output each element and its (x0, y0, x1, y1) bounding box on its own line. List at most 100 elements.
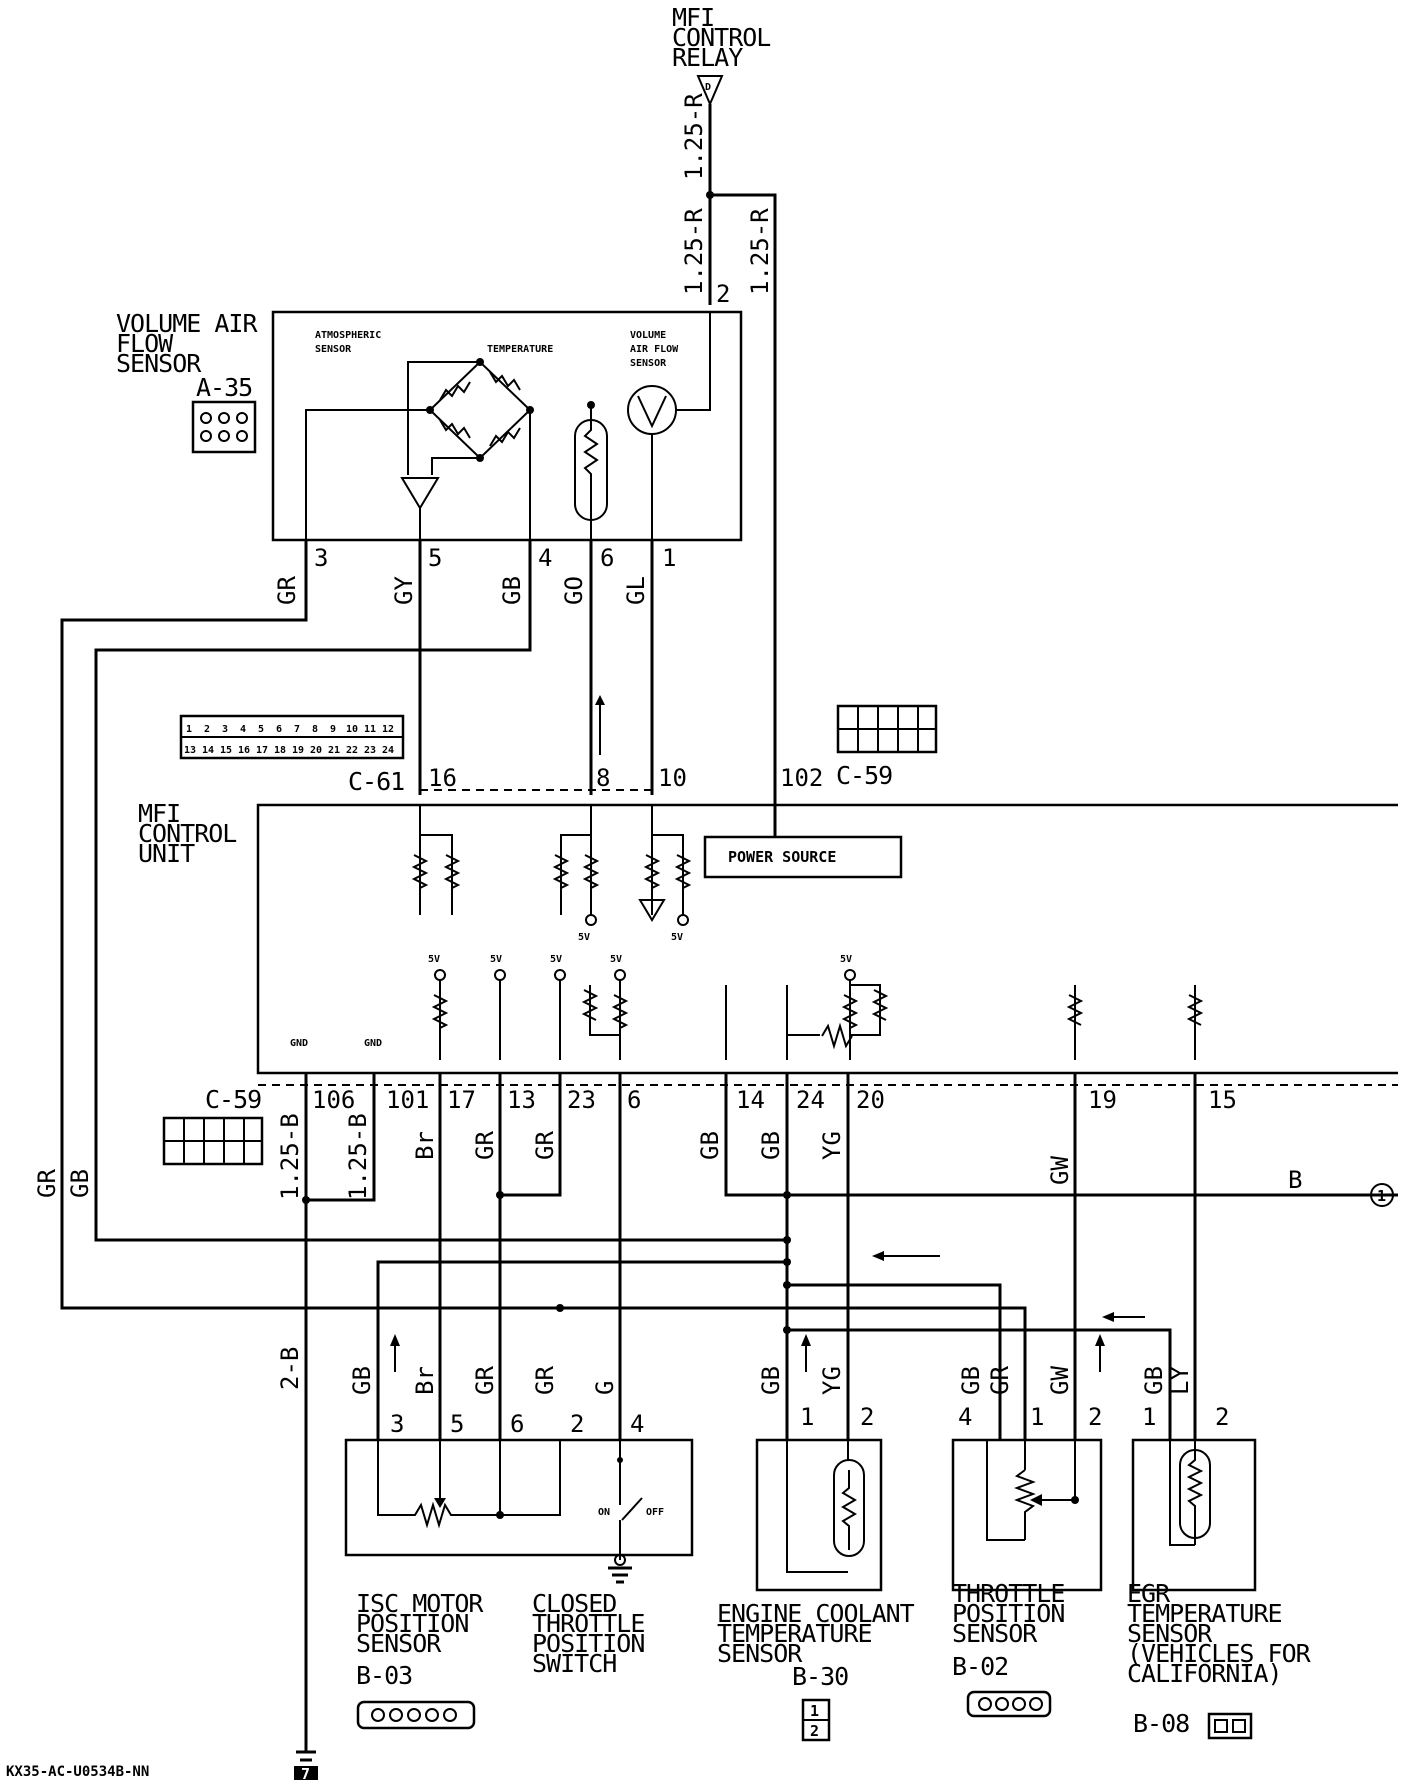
ecu-pin-17: 17 (447, 1086, 476, 1114)
wire-gb-tps (787, 1283, 1002, 1440)
svg-text:21: 21 (328, 745, 340, 756)
egr-pin-1: 1 (1142, 1403, 1156, 1431)
tps-potentiometer-icon (1014, 1469, 1036, 1540)
circle-1-label: 1 (1377, 1187, 1386, 1205)
wire-label-gr-a: GR (471, 1131, 499, 1160)
relay-title-1: MFI (672, 3, 714, 32)
ect-label-1: ENGINE COOLANT (717, 1599, 915, 1628)
isc-wire-gb: GB (348, 1366, 376, 1395)
v5-label-b: 5V (671, 932, 683, 943)
gnd-label-2: GND (364, 1038, 382, 1049)
svg-text:23: 23 (364, 745, 376, 756)
vaf-connector-id: A-35 (196, 373, 252, 402)
wire-label-gw: GW (1046, 1156, 1074, 1185)
wire-label-b: B (1288, 1166, 1302, 1194)
tps-label-1: THROTTLE (952, 1579, 1064, 1608)
wire-label-yg: YG (818, 1131, 846, 1160)
c59-left-label: C-59 (205, 1085, 261, 1114)
ecu-pin-10: 10 (658, 764, 687, 792)
wire-label-125b-a: 1.25-B (276, 1113, 304, 1200)
wire-label-gb: GB (498, 576, 526, 605)
vaf-pin-2: 2 (716, 280, 730, 308)
wire-gb-egr (787, 1328, 1172, 1440)
v5-label-a: 5V (578, 932, 590, 943)
wire-gr-sensor-ground (60, 540, 1027, 1315)
isc-motor-position-sensor: GB Br GR GR G 3 5 6 2 4 ON OFF ISC MOTOR… (344, 1366, 694, 1730)
wire-label-gy: GY (390, 576, 418, 605)
volume-air-flow-sensor: VOLUME AIR FLOW SENSOR A-35 ATMOSPHERIC … (116, 309, 743, 542)
ect-thermistor-icon (833, 1459, 865, 1557)
v5-label-g: 5V (840, 954, 852, 965)
mfi-control-unit: MFI CONTROL UNIT 1 2 3 4 5 6 7 8 9 10 11… (138, 704, 1398, 1166)
ctp-label-4: SWITCH (532, 1649, 616, 1678)
ecu-pin-101: 101 (386, 1086, 429, 1114)
svg-text:D: D (705, 82, 711, 93)
tps-connector-id: B-02 (952, 1652, 1008, 1681)
vaf-connector-icon (191, 400, 257, 454)
vaf-sensor-housing (271, 310, 743, 542)
tps-wire-gb: GB (957, 1366, 985, 1395)
ecu-pin-15: 15 (1208, 1086, 1237, 1114)
isc-pin-2: 2 (570, 1410, 584, 1438)
wire-gr-23 (500, 1073, 562, 1197)
vol-label-1: VOLUME (630, 330, 666, 341)
relay-title-2: CONTROL (672, 23, 770, 52)
svg-text:6: 6 (276, 724, 282, 735)
wire-label-2b: 2-B (276, 1347, 304, 1390)
gnd-label-1: GND (290, 1038, 308, 1049)
wire-b-splice (724, 1073, 1398, 1197)
egr-temperature-sensor: GB LY 1 2 EGR TEMPERATURE SENSOR (VEHICL… (1127, 1366, 1313, 1740)
tps-pin-2: 2 (1088, 1403, 1102, 1431)
ground-num: 7 (301, 1765, 310, 1780)
ground-num-box (294, 1766, 318, 1780)
svg-text:11: 11 (364, 724, 376, 735)
vaf-pin-5: 5 (428, 544, 442, 572)
tps-label-2: POSITION (952, 1599, 1064, 1628)
ground-icon (296, 1750, 316, 1762)
ecu-bottom-harness: 1.25-B 1.25-B 2-B 7 Br GR GR GB GB YG GW… (33, 1073, 1398, 1780)
tps-label-3: SENSOR (952, 1619, 1038, 1648)
wire-label-go: GO (560, 576, 588, 605)
isc-pin-6: 6 (510, 1410, 524, 1438)
svg-text:14: 14 (202, 745, 214, 756)
ctp-label-2: THROTTLE (532, 1609, 644, 1638)
isc-pin-3: 3 (390, 1410, 404, 1438)
throttle-position-sensor: GB GR GW 4 1 2 THROTTLE POSITION SENSOR … (951, 1366, 1102, 1718)
tps-wire-gr: GR (986, 1366, 1014, 1395)
svg-text:2: 2 (810, 1722, 819, 1740)
isc-wire-gr-b: GR (531, 1366, 559, 1395)
ecu-housing (256, 803, 1398, 1075)
ecu-pin-8: 8 (596, 764, 610, 792)
ctp-label-1: CLOSED (532, 1589, 616, 1618)
vaf-harness: 3 5 4 6 1 GR GY GB GO GL (60, 540, 1027, 1315)
wire-label-gb-24: GB (757, 1131, 785, 1160)
egr-connector-id: B-08 (1133, 1709, 1189, 1738)
ecu-pin-13: 13 (507, 1086, 536, 1114)
vaf-title-1: VOLUME AIR (116, 309, 258, 338)
vaf-title-3: SENSOR (116, 349, 202, 378)
ecu-pin-24: 24 (796, 1086, 825, 1114)
switch-off-label: OFF (646, 1507, 664, 1518)
ecu-pin-20: 20 (856, 1086, 885, 1114)
relay-wire-label-c: 1.25-R (746, 208, 774, 295)
wire-label-gl: GL (622, 576, 650, 605)
egr-label-4: (VEHICLES FOR (1127, 1639, 1312, 1668)
svg-text:17: 17 (256, 745, 268, 756)
bridge-icon (428, 360, 532, 460)
diagram-reference-code: KX35-AC-U0534B-NN (6, 1764, 149, 1780)
vaf-pin-1: 1 (662, 544, 676, 572)
vaf-title-2: FLOW (116, 329, 174, 358)
ect-wire-yg: YG (818, 1366, 846, 1395)
power-source-label: POWER SOURCE (728, 848, 836, 866)
egr-label-5: CALIFORNIA) (1127, 1659, 1282, 1688)
relay-title-3: RELAY (672, 43, 743, 72)
vaf-pin-3: 3 (314, 544, 328, 572)
ect-label-3: SENSOR (717, 1639, 803, 1668)
isc-label-3: SENSOR (356, 1629, 442, 1658)
v5-label-f: 5V (610, 954, 622, 965)
svg-text:10: 10 (346, 724, 358, 735)
relay-terminal-icon (696, 75, 724, 107)
wire-gb-isc (376, 1260, 787, 1440)
egr-label-3: SENSOR (1127, 1619, 1213, 1648)
